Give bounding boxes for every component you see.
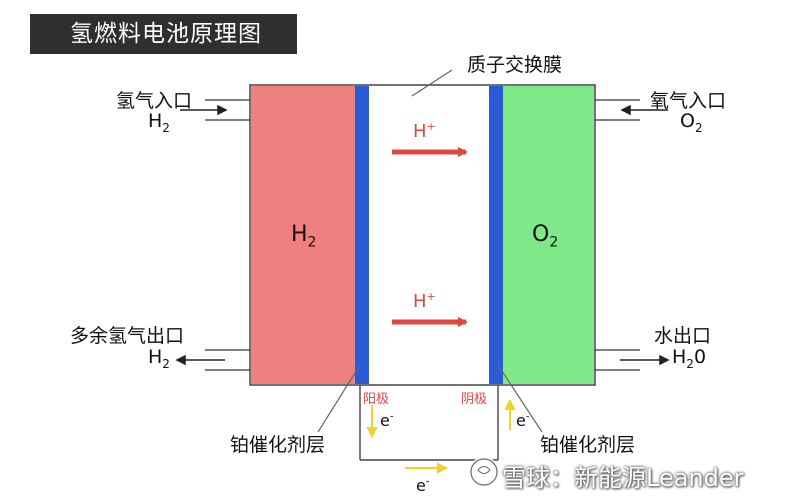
anode-catalyst-layer [355, 86, 369, 384]
anode-label: 阳极 [363, 392, 390, 407]
hydrogen-inlet-pipe [205, 99, 250, 121]
inlet-arrow-icon [620, 104, 668, 116]
proton-exchange-membrane [369, 86, 489, 384]
cathode-chamber-formula: O2 [532, 222, 559, 251]
catalyst-right-label: 铂催化剂层 [540, 434, 636, 456]
oxygen-inlet-label: 氧气入口 [650, 90, 727, 112]
cathode-chamber [503, 86, 594, 384]
outlet-arrow-icon [175, 354, 225, 366]
hydrogen-inlet-label: 氢气入口 [116, 90, 193, 112]
proton-label: H+ [413, 120, 436, 142]
hydrogen-inlet-formula: H2 [148, 110, 170, 135]
excess-hydrogen-outlet-formula: H2 [148, 346, 170, 371]
proton-label: H+ [413, 290, 436, 312]
oxygen-inlet-formula: O2 [680, 110, 703, 135]
electron-arrow-icon [366, 405, 378, 439]
electron-label: e- [516, 411, 530, 430]
electron-arrow-icon [405, 462, 449, 474]
electron-label: e- [416, 476, 430, 495]
electron-arrow-icon [504, 398, 516, 430]
water-outlet-formula: H20 [672, 346, 707, 371]
inlet-arrow-icon [180, 104, 228, 116]
diagram-title: 氢燃料电池原理图 [30, 14, 297, 54]
cathode-catalyst-layer [489, 86, 503, 384]
outlet-arrow-icon [620, 354, 670, 366]
membrane-label: 质子交换膜 [467, 54, 563, 76]
catalyst-left-label: 铂催化剂层 [230, 434, 326, 456]
excess-hydrogen-outlet-pipe [205, 349, 250, 371]
electron-label: e- [380, 411, 394, 430]
xueqiu-logo-icon [469, 457, 499, 487]
anode-chamber [251, 86, 355, 384]
anode-chamber-formula: H2 [291, 222, 317, 251]
watermark-text: 雪球：新能源Leander [502, 464, 744, 492]
membrane-pointer-line [411, 69, 453, 97]
excess-hydrogen-outlet-label: 多余氢气出口 [70, 325, 185, 347]
water-outlet-pipe [595, 349, 640, 371]
oxygen-inlet-pipe [595, 99, 640, 121]
catalyst-pointer-line [497, 364, 543, 433]
cathode-label: 阴极 [461, 392, 488, 407]
catalyst-pointer-line [317, 364, 361, 433]
water-outlet-label: 水出口 [654, 325, 712, 347]
